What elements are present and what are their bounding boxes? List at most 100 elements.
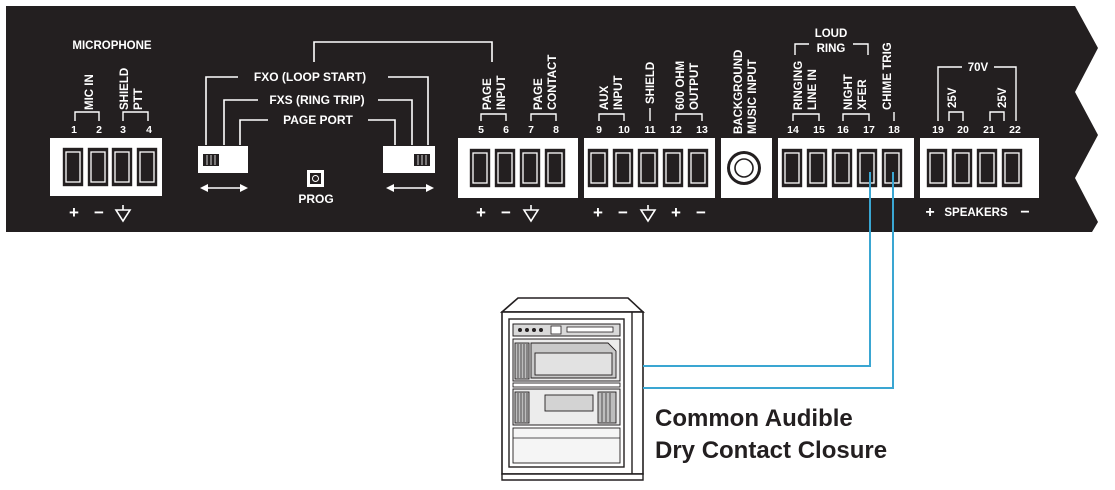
pin-4: 4 bbox=[146, 124, 152, 136]
aux-input-bracket bbox=[598, 113, 625, 121]
night-xfer-line2: XFER bbox=[857, 79, 869, 110]
pin-2: 2 bbox=[96, 124, 102, 136]
ground-icon bbox=[114, 205, 132, 223]
pin-1: 1 bbox=[71, 124, 77, 136]
speakers-minus: − bbox=[1020, 204, 1029, 221]
microphone-title: MICROPHONE bbox=[72, 40, 152, 52]
ptt-bracket bbox=[122, 111, 149, 121]
ringing-line2: LINE IN bbox=[807, 69, 819, 110]
page-port-leader-right bbox=[368, 119, 396, 145]
speakers-70v-bracket-right bbox=[994, 66, 1017, 121]
speakers-tap-a: 25V bbox=[947, 87, 959, 108]
pin-number: 5 bbox=[478, 124, 484, 136]
pin-number: 18 bbox=[888, 124, 900, 136]
caption-line1: Common Audible bbox=[655, 405, 853, 432]
tap-a-bracket bbox=[948, 111, 964, 121]
switch-knob-right bbox=[414, 154, 430, 166]
output-600-line1: 600 OHM bbox=[675, 61, 687, 110]
wire-to-chime-trig bbox=[643, 172, 894, 389]
background-music-line1: BACKGROUND bbox=[733, 50, 745, 134]
pin-number: 13 bbox=[696, 124, 708, 136]
loud-ring-bracket-right bbox=[853, 43, 869, 55]
loud-ring-line1: LOUD bbox=[815, 28, 848, 40]
speakers-plus: + bbox=[925, 204, 934, 221]
fxs-leader-left bbox=[223, 99, 258, 145]
pin-number: 10 bbox=[618, 124, 630, 136]
output-600-bracket bbox=[675, 113, 703, 121]
switch-knob-left bbox=[203, 154, 219, 166]
aux-input-line2: INPUT bbox=[613, 76, 625, 111]
pin-number: 17 bbox=[863, 124, 875, 136]
background-music-jack[interactable] bbox=[727, 151, 761, 185]
pin-number: 19 bbox=[932, 124, 944, 136]
aux-plus: + bbox=[593, 203, 603, 222]
shield-label: SHIELD bbox=[119, 68, 131, 110]
page-port-leader-left bbox=[239, 119, 268, 145]
ringing-bracket bbox=[792, 113, 820, 121]
night-xfer-bracket bbox=[842, 113, 870, 121]
fxs-leader-right bbox=[378, 99, 413, 145]
mic-plus: + bbox=[69, 203, 79, 222]
fxo-label: FXO (LOOP START) bbox=[254, 70, 366, 84]
amplifier-panel bbox=[6, 6, 1098, 232]
shield-11-label: SHIELD bbox=[645, 62, 657, 104]
night-xfer-line1: NIGHT bbox=[843, 74, 855, 110]
mic-in-label: MIC IN bbox=[84, 74, 96, 110]
pin-number: 9 bbox=[596, 124, 602, 136]
ptt-label: PTT bbox=[133, 88, 145, 110]
pin-number: 16 bbox=[837, 124, 849, 136]
pin-number: 12 bbox=[670, 124, 682, 136]
page-input-line1: PAGE bbox=[482, 78, 494, 110]
pin-number: 11 bbox=[644, 124, 655, 136]
prog-label: PROG bbox=[298, 192, 333, 206]
prog-button[interactable] bbox=[307, 170, 324, 187]
tap-b-bracket bbox=[989, 111, 1005, 121]
background-music-line2: MUSIC INPUT bbox=[747, 59, 759, 134]
loud-ring-line2: RING bbox=[817, 43, 846, 55]
aux-terminals[interactable] bbox=[586, 147, 710, 189]
output-plus: + bbox=[671, 203, 681, 222]
pin-numbers: 5 6 7 8 9 10 11 12 13 14 15 16 17 18 19 20 21 22 bbox=[478, 124, 1021, 136]
ringing-terminals[interactable] bbox=[780, 147, 904, 189]
page-link-bracket bbox=[313, 41, 493, 62]
pin-number: 20 bbox=[957, 124, 969, 136]
double-arrow-icon bbox=[200, 184, 248, 192]
wire-to-night-xfer bbox=[643, 172, 871, 367]
pin-number: 8 bbox=[553, 124, 559, 136]
speakers-70v-bracket-left bbox=[937, 66, 962, 121]
page-contact-line2: CONTACT bbox=[547, 55, 559, 110]
strip-gap bbox=[914, 138, 920, 198]
mic-in-bracket bbox=[74, 111, 100, 121]
strip-gap bbox=[715, 138, 721, 198]
loud-ring-bracket-left bbox=[794, 43, 809, 55]
ground-icon bbox=[522, 205, 540, 223]
page-contact-bracket bbox=[530, 113, 557, 121]
double-arrow-icon bbox=[386, 184, 434, 192]
mic-minus: − bbox=[94, 203, 104, 222]
pin-number: 15 bbox=[813, 124, 825, 136]
speakers-70v: 70V bbox=[968, 62, 989, 74]
aux-minus: − bbox=[618, 203, 628, 222]
fxo-leader-right bbox=[388, 76, 429, 145]
strip-gap bbox=[772, 138, 778, 198]
page-port-label: PAGE PORT bbox=[283, 113, 353, 127]
pin-number: 22 bbox=[1009, 124, 1021, 136]
pin-number: 21 bbox=[983, 124, 995, 136]
pin-3: 3 bbox=[120, 124, 126, 136]
page-minus: − bbox=[501, 203, 511, 222]
ringing-line1: RINGING bbox=[793, 61, 805, 110]
page-plus: + bbox=[476, 203, 486, 222]
aux-input-line1: AUX bbox=[599, 85, 611, 110]
speakers-label: SPEAKERS bbox=[944, 207, 1008, 219]
speakers-tap-b: 25V bbox=[997, 87, 1009, 108]
pin-number: 6 bbox=[503, 124, 509, 136]
output-minus: − bbox=[696, 203, 706, 222]
caption-line2: Dry Contact Closure bbox=[655, 437, 887, 464]
page-contact-line1: PAGE bbox=[533, 78, 545, 110]
pin-number: 7 bbox=[528, 124, 534, 136]
fxs-label: FXS (RING TRIP) bbox=[269, 93, 364, 107]
pin-number: 14 bbox=[787, 124, 799, 136]
strip-gap bbox=[578, 138, 584, 198]
output-600-line2: OUTPUT bbox=[689, 63, 701, 110]
